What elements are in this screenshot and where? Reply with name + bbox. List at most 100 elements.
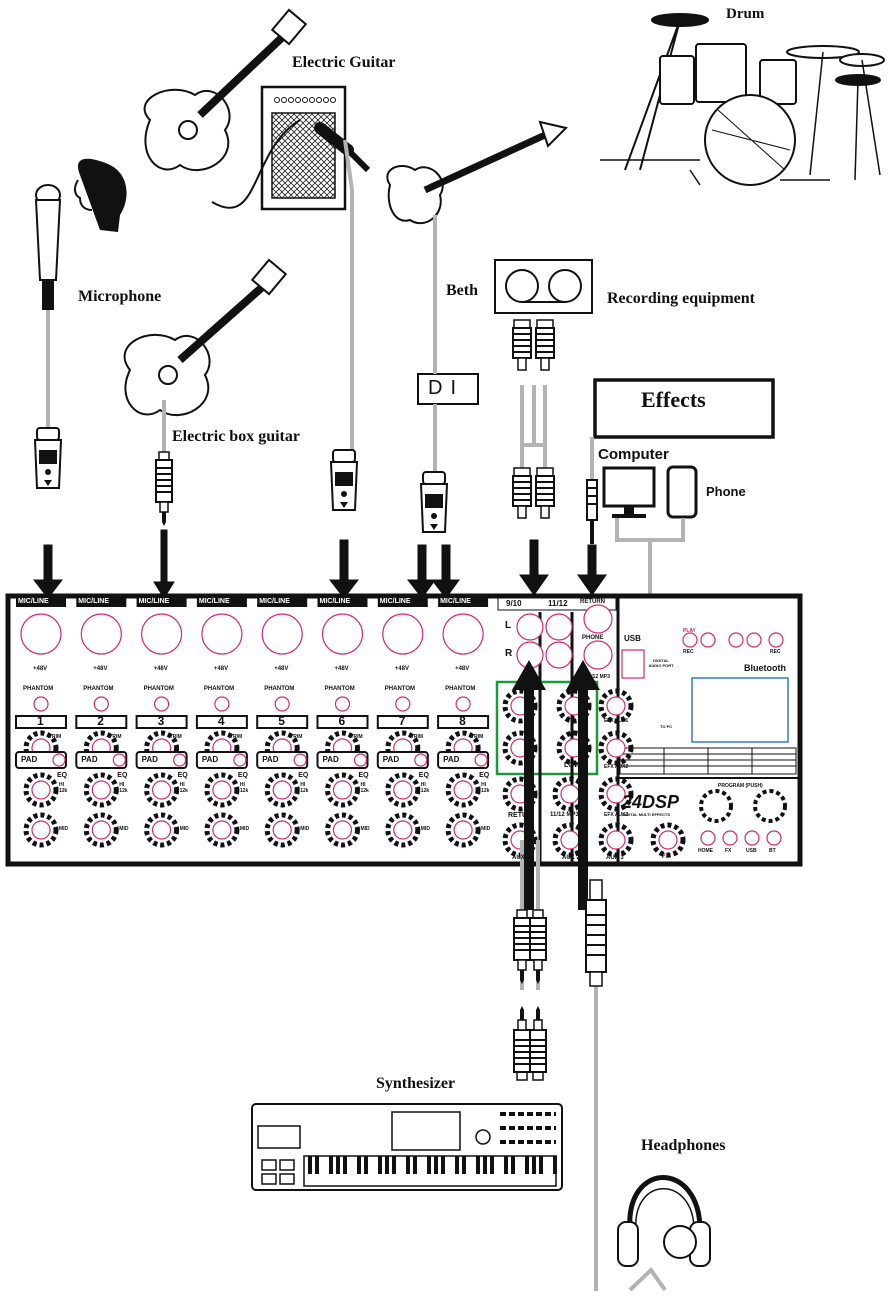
pad-button-1[interactable]	[52, 753, 66, 767]
hi-label-7: HI	[420, 782, 426, 788]
combo-input-jack-1[interactable]	[20, 613, 62, 655]
synth-black-key	[532, 1156, 536, 1174]
channel-strips	[15, 598, 490, 845]
phantom-switch-5[interactable]	[274, 696, 290, 712]
pad-button-3[interactable]	[173, 753, 187, 767]
return-jack[interactable]	[583, 604, 613, 634]
phantom-voltage-label-4: +48V	[213, 666, 229, 672]
amp-microphone-icon	[314, 122, 371, 173]
aux2-send-label: AUX 2	[562, 855, 580, 861]
synth-black-key	[392, 1156, 396, 1174]
phantom-switch-7[interactable]	[395, 696, 411, 712]
pad-button-6[interactable]	[353, 753, 368, 767]
eq-label-2: EQ	[117, 772, 128, 779]
hi-freq-label-2: 12k	[119, 788, 128, 794]
phantom-switch-2[interactable]	[93, 696, 109, 712]
program-knob-2[interactable]	[753, 789, 787, 823]
prev-button[interactable]	[728, 632, 744, 648]
hi-freq-label-4: 12k	[239, 788, 249, 794]
pad-button-8[interactable]	[474, 753, 488, 767]
input-header-3	[136, 598, 187, 607]
phone-jack-label: PHONE	[582, 635, 604, 641]
channel-number-box-5	[256, 715, 309, 729]
pad-switch-box-4	[195, 751, 248, 769]
home-label: HOME	[698, 848, 713, 854]
pad-label-6: PAD	[322, 755, 339, 764]
bt-button[interactable]	[766, 830, 782, 846]
hi-freq-label-5: 12k	[300, 788, 309, 794]
hi-freq-label-3: 12k	[179, 788, 188, 794]
channel-number-box-8	[437, 715, 490, 729]
channel-number-box-2	[75, 715, 128, 729]
mid-label-8: MID	[481, 826, 491, 832]
combo-input-jack-3[interactable]	[141, 613, 183, 655]
pad-switch-box-2	[75, 751, 128, 769]
eq-label-6: EQ	[358, 772, 369, 779]
mid-label-5: MID	[300, 826, 310, 832]
trim-label-8: TRIM	[471, 734, 484, 740]
bt-button-label: BT	[769, 848, 776, 854]
next-button[interactable]	[746, 632, 762, 648]
combo-input-jack-6[interactable]	[321, 613, 364, 655]
stereo-11-12-label: 11/12	[548, 599, 568, 608]
program-knob[interactable]	[699, 789, 733, 823]
trim-label-6: TRIM	[350, 734, 363, 740]
di-label: DI	[428, 377, 464, 399]
amplifier-icon	[211, 85, 347, 211]
combo-input-jack-8[interactable]	[442, 613, 484, 655]
media-player-section	[682, 632, 787, 846]
acoustic-guitar-top	[143, 8, 308, 171]
synth-black-key	[427, 1156, 431, 1174]
channel-number-3: 3	[157, 714, 165, 728]
usb-button[interactable]	[744, 830, 760, 846]
combo-input-jack-2[interactable]	[80, 613, 122, 655]
hi-label-6: HI	[360, 782, 366, 788]
phantom-switch-8[interactable]	[455, 696, 471, 712]
synth-black-key	[504, 1156, 508, 1174]
combo-input-jack-7[interactable]	[382, 613, 424, 655]
usb-button-label: USB	[746, 848, 757, 854]
pad-button-7[interactable]	[414, 753, 428, 767]
rec-button[interactable]	[768, 632, 784, 648]
play-button[interactable]	[682, 632, 698, 648]
phantom-voltage-label-7: +48V	[394, 666, 409, 672]
synth-black-key	[357, 1156, 361, 1174]
combo-input-jack-4[interactable]	[201, 613, 243, 655]
synth-black-key	[462, 1156, 466, 1174]
pad-label-4: PAD	[201, 755, 219, 764]
pad-label-8: PAD	[443, 755, 460, 764]
aux3-send-label: AUX 3	[606, 855, 624, 861]
combo-input-jack-5[interactable]	[261, 613, 303, 655]
pad-button-4[interactable]	[233, 753, 247, 767]
phantom-switch-6[interactable]	[334, 696, 351, 712]
pad-button-5[interactable]	[293, 753, 307, 767]
rec-label-2: REC	[770, 649, 781, 655]
mp3-label: 11/12 MP3	[586, 674, 610, 680]
mid-label-4: MID	[239, 826, 250, 832]
hi-label-5: HI	[300, 782, 306, 788]
return-jack-plug	[586, 479, 598, 544]
input-header-4	[196, 598, 247, 607]
pad-button-2[interactable]	[112, 753, 126, 767]
input-header-1	[16, 598, 66, 607]
phantom-switch-4[interactable]	[214, 696, 230, 712]
play-pause-button[interactable]	[700, 632, 716, 648]
hi-freq-label-7: 12k	[420, 788, 430, 794]
phantom-switch-1[interactable]	[33, 696, 49, 712]
di-box	[417, 373, 479, 405]
phantom-voltage-label-5: +48V	[274, 666, 289, 672]
pad-switch-box-1	[15, 751, 67, 769]
rca-plug-in-r	[535, 467, 555, 519]
singer-icon	[73, 158, 127, 232]
trim-label-5: TRIM	[290, 734, 303, 740]
home-button[interactable]	[700, 830, 716, 846]
phone-jack[interactable]	[583, 640, 613, 670]
pad-switch-box-8	[437, 751, 490, 769]
jack-plug-3	[155, 451, 173, 527]
hi-label-8: HI	[481, 782, 487, 788]
effects-label: Effects	[641, 387, 706, 412]
fx-button[interactable]	[722, 830, 738, 846]
phantom-switch-3[interactable]	[154, 696, 170, 712]
mic-line-label-1: MIC/LINE	[18, 598, 49, 605]
